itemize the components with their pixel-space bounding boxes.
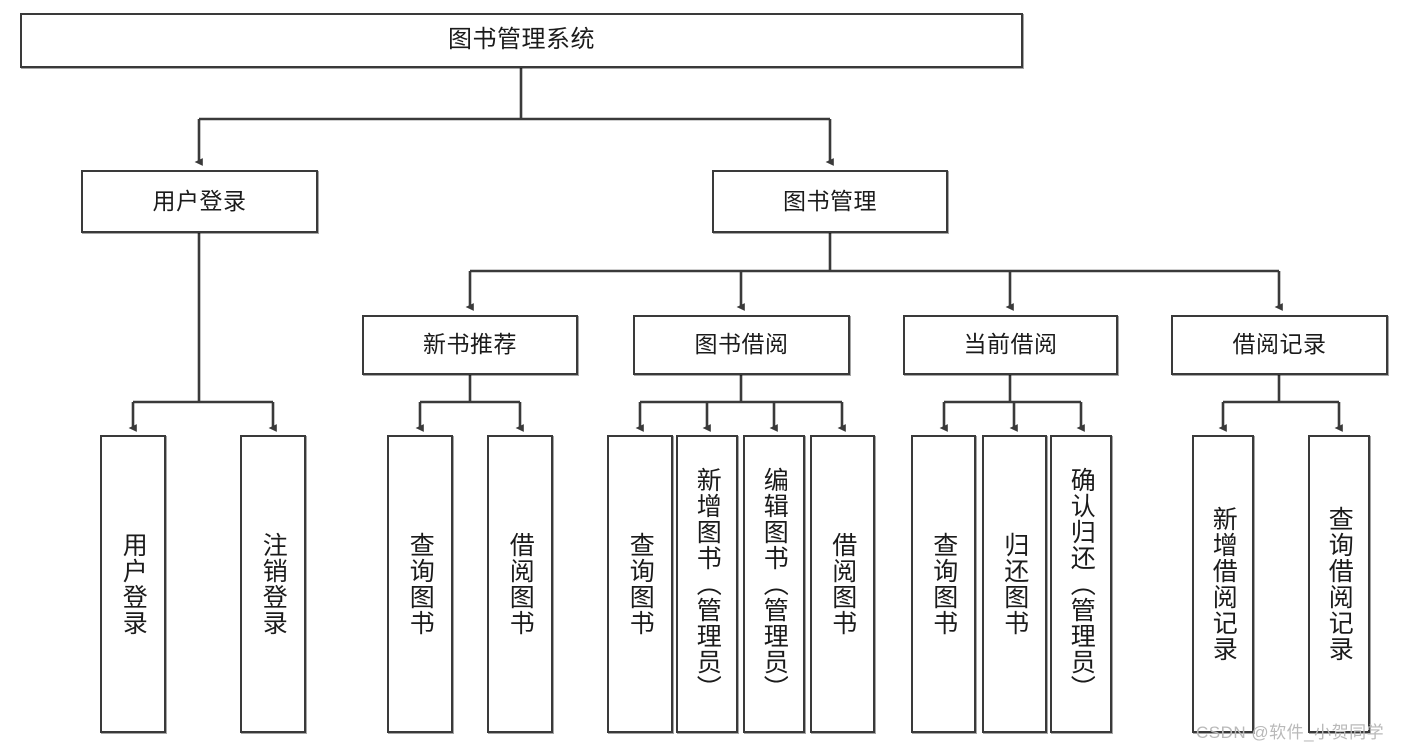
node-label: 注销登录 [259, 532, 288, 636]
node-book-borrow[interactable]: 图书借阅 [633, 315, 850, 375]
node-leaf-confirm-return[interactable]: 确认归还（管理员） [1050, 435, 1112, 733]
node-leaf-borrow-book-recommend[interactable]: 借阅图书 [487, 435, 553, 733]
node-label: 用户登录 [119, 532, 148, 636]
node-new-book-recommend[interactable]: 新书推荐 [362, 315, 578, 375]
node-leaf-query-book-recommend[interactable]: 查询图书 [387, 435, 453, 733]
node-label: 当前借阅 [963, 331, 1058, 358]
node-label: 图书借阅 [694, 331, 789, 358]
node-label: 查询图书 [626, 532, 655, 636]
node-label: 借阅记录 [1232, 331, 1327, 358]
node-label: 查询图书 [406, 532, 435, 636]
node-label: 借阅图书 [506, 532, 535, 636]
node-leaf-edit-book[interactable]: 编辑图书（管理员） [743, 435, 805, 733]
node-current-borrow[interactable]: 当前借阅 [903, 315, 1118, 375]
csdn-watermark: CSDN @软件_小贺同学 [1196, 723, 1385, 742]
node-label: 借阅图书 [828, 532, 857, 636]
node-label: 图书管理系统 [448, 26, 595, 54]
node-leaf-borrow-book[interactable]: 借阅图书 [810, 435, 875, 733]
node-leaf-add-borrow-record[interactable]: 新增借阅记录 [1192, 435, 1254, 733]
node-label: 用户登录 [152, 187, 247, 214]
node-label: 查询图书 [929, 532, 958, 636]
node-leaf-query-borrow-record[interactable]: 查询借阅记录 [1308, 435, 1370, 733]
node-label: 编辑图书（管理员） [760, 467, 789, 701]
node-label: 查询借阅记录 [1325, 506, 1354, 662]
node-leaf-query-book-borrow[interactable]: 查询图书 [607, 435, 673, 733]
node-root-system[interactable]: 图书管理系统 [20, 13, 1023, 68]
node-label: 图书管理 [783, 187, 877, 214]
node-book-management[interactable]: 图书管理 [712, 170, 948, 233]
node-borrow-record[interactable]: 借阅记录 [1171, 315, 1388, 375]
node-label: 新书推荐 [423, 331, 517, 358]
node-leaf-add-book[interactable]: 新增图书（管理员） [676, 435, 738, 733]
node-user-login[interactable]: 用户登录 [81, 170, 318, 233]
node-label: 归还图书 [1000, 532, 1029, 636]
node-label: 新增借阅记录 [1209, 506, 1238, 662]
node-label: 新增图书（管理员） [693, 467, 722, 701]
node-leaf-user-login[interactable]: 用户登录 [100, 435, 166, 733]
node-leaf-user-logout[interactable]: 注销登录 [240, 435, 306, 733]
node-leaf-return-book[interactable]: 归还图书 [982, 435, 1047, 733]
node-label: 确认归还（管理员） [1067, 467, 1096, 701]
node-leaf-query-book-current[interactable]: 查询图书 [911, 435, 976, 733]
